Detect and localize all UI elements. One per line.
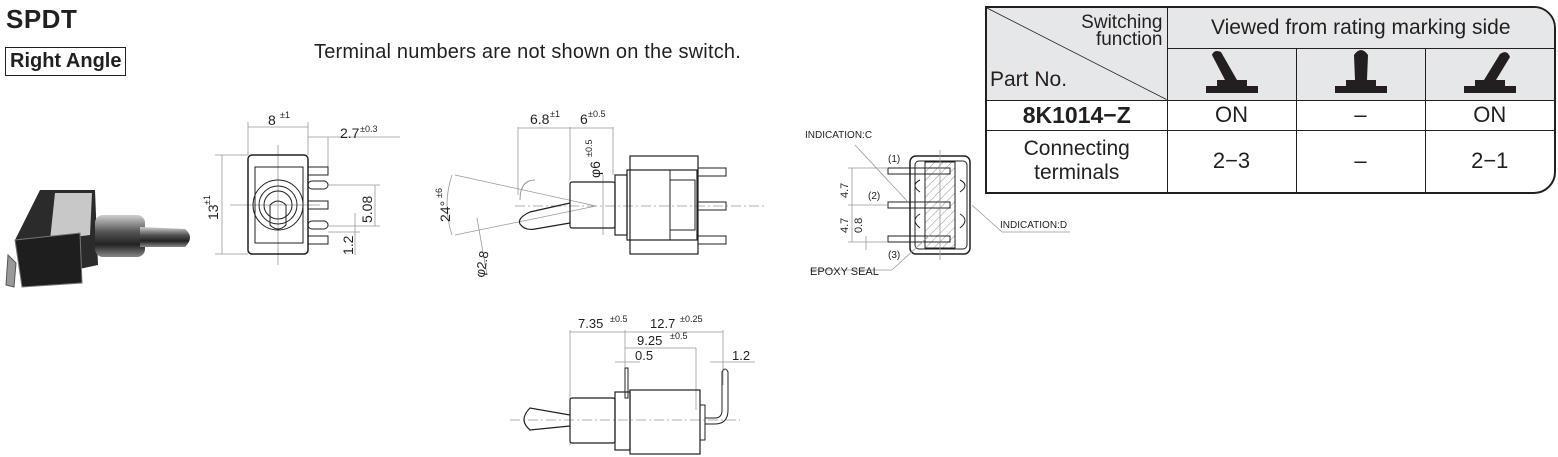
terminal-1-label: (1)	[888, 154, 900, 165]
dim-bushing-len: 6	[580, 111, 588, 127]
conn-line-1: Connecting	[1023, 137, 1130, 161]
cell-value: 2−3	[1166, 129, 1297, 192]
front-view-drawing: 8 ±1 2.7 ±0.3 13 ±1 5.08 1.2	[202, 110, 400, 265]
dim-pin: 0.8	[853, 218, 865, 233]
dim-d3-tol: ±0.5	[670, 331, 687, 341]
dim-lever-dia: φ2.8	[472, 250, 491, 279]
conn-line-2: terminals	[1034, 161, 1120, 185]
viewed-from-header: Viewed from rating marking side	[1166, 8, 1554, 49]
indication-c-label: INDICATION:C	[805, 130, 872, 141]
product-photo	[5, 190, 190, 288]
dim-angle: 24°	[437, 201, 453, 222]
dim-pitch-1: 4.7	[839, 183, 851, 198]
dim-d3: 9.25	[637, 333, 662, 348]
rear-view-drawing: INDICATION:C INDICATION:D EPOXY SEAL (1)…	[805, 130, 1070, 278]
table-row: 8K1014−Z ON – ON	[987, 99, 1554, 131]
dim-bushing-dia: φ6	[587, 161, 603, 178]
position-right	[1424, 47, 1554, 101]
terminal-2-label: (2)	[868, 191, 880, 202]
dim-pin-width: 1.2	[340, 235, 356, 255]
dim-pitch-2: 4.7	[839, 218, 851, 233]
dim-pin-offset: 2.7	[340, 125, 360, 141]
cell-value: –	[1295, 99, 1426, 131]
dim-d1: 7.35	[578, 316, 603, 331]
dim-d4: 0.5	[635, 348, 653, 363]
toggle-right-icon	[1463, 52, 1516, 93]
cell-value: ON	[1424, 99, 1554, 131]
dim-lever-len: 6.8	[530, 111, 550, 127]
function-label: function	[1095, 29, 1163, 50]
switching-label: Switching	[1081, 12, 1163, 33]
part-number: 8K1014−Z	[987, 99, 1168, 131]
page-title: SPDT	[6, 4, 78, 34]
dim-bushing-dia-tol: ±0.5	[584, 140, 594, 157]
dim-height-tol: ±1	[202, 195, 212, 205]
epoxy-seal-label: EPOXY SEAL	[810, 266, 879, 278]
terminal-note: Terminal numbers are not shown on the sw…	[314, 41, 741, 63]
toggle-center-icon	[1334, 50, 1387, 93]
dim-height: 13	[205, 204, 221, 220]
cell-value: ON	[1166, 99, 1297, 131]
dim-bushing-len-tol: ±0.5	[588, 109, 605, 119]
mount-type-label: Right Angle	[5, 47, 127, 76]
dim-angle-tol: ±6	[434, 188, 444, 198]
dim-d1-tol: ±0.5	[610, 314, 627, 324]
dim-pitch: 5.08	[359, 196, 375, 223]
cell-value: –	[1295, 129, 1426, 192]
indication-d-label: INDICATION:D	[1000, 220, 1067, 231]
dim-width: 8	[268, 112, 276, 128]
position-center	[1295, 47, 1426, 101]
dim-lever-len-tol: ±1	[550, 109, 560, 119]
side-view-drawing: 6.8 ±1 6 ±0.5 φ6 ±0.5 24° ±6 φ2.8	[434, 109, 765, 279]
dim-d2-tol: ±0.25	[680, 314, 702, 324]
part-no-label: Part No.	[990, 67, 1068, 91]
terminal-3-label: (3)	[888, 250, 900, 261]
position-left	[1167, 47, 1297, 101]
cell-value: 2−1	[1424, 129, 1554, 192]
dim-d5: 1.2	[732, 348, 750, 363]
dim-d2: 12.7	[650, 316, 675, 331]
dim-pin-offset-tol: ±0.3	[360, 124, 377, 134]
toggle-left-icon	[1205, 51, 1258, 93]
bottom-view-drawing: 7.35 ±0.5 12.7 ±0.25 9.25 ±0.5 0.5 1.2	[510, 314, 755, 455]
dim-width-tol: ±1	[280, 110, 290, 120]
